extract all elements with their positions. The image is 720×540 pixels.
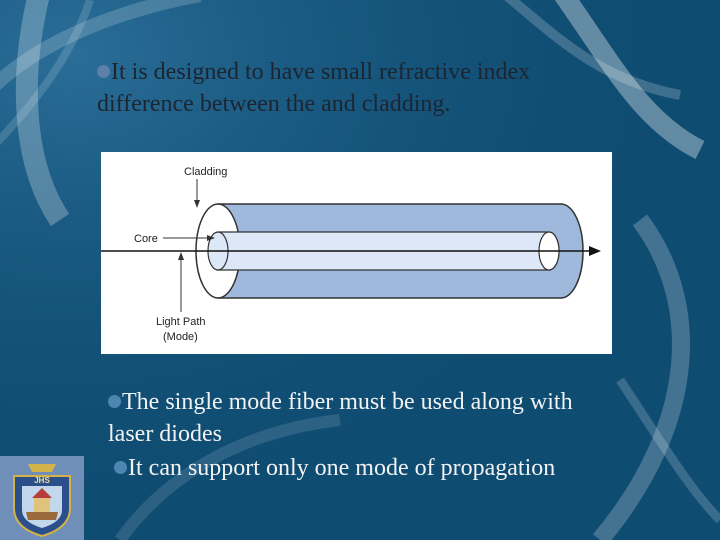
bullet-3: It can support only one mode of propagat… bbox=[114, 452, 555, 484]
bullet-2: The single mode fiber must be used along… bbox=[108, 386, 573, 450]
light-path-label-line-2: (Mode) bbox=[163, 331, 198, 343]
bullet-3-line-1: It can support only one mode of propagat… bbox=[128, 455, 556, 481]
cladding-label: Cladding bbox=[184, 166, 227, 178]
bullet-dot-icon bbox=[97, 65, 110, 78]
bullet-1: It is designed to have small refractive … bbox=[97, 56, 530, 120]
institution-logo: JHS bbox=[0, 456, 84, 540]
logo-text: JHS bbox=[34, 476, 50, 485]
bullet-2-line-1: The single mode fiber must be used along… bbox=[122, 389, 573, 415]
bullet-dot-icon bbox=[108, 395, 121, 408]
bullet-2-line-2: laser diodes bbox=[108, 421, 222, 447]
bullet-1-line-2: difference between the and cladding. bbox=[97, 91, 451, 117]
fiber-diagram: Cladding Core Light Path (Mode) bbox=[101, 152, 612, 354]
bullet-dot-icon bbox=[114, 461, 127, 474]
bullet-1-line-1: It is designed to have small refractive … bbox=[111, 59, 531, 85]
light-path-label-line-1: Light Path bbox=[156, 316, 206, 328]
core-label: Core bbox=[134, 233, 158, 245]
light-path-arrowhead bbox=[589, 246, 601, 256]
